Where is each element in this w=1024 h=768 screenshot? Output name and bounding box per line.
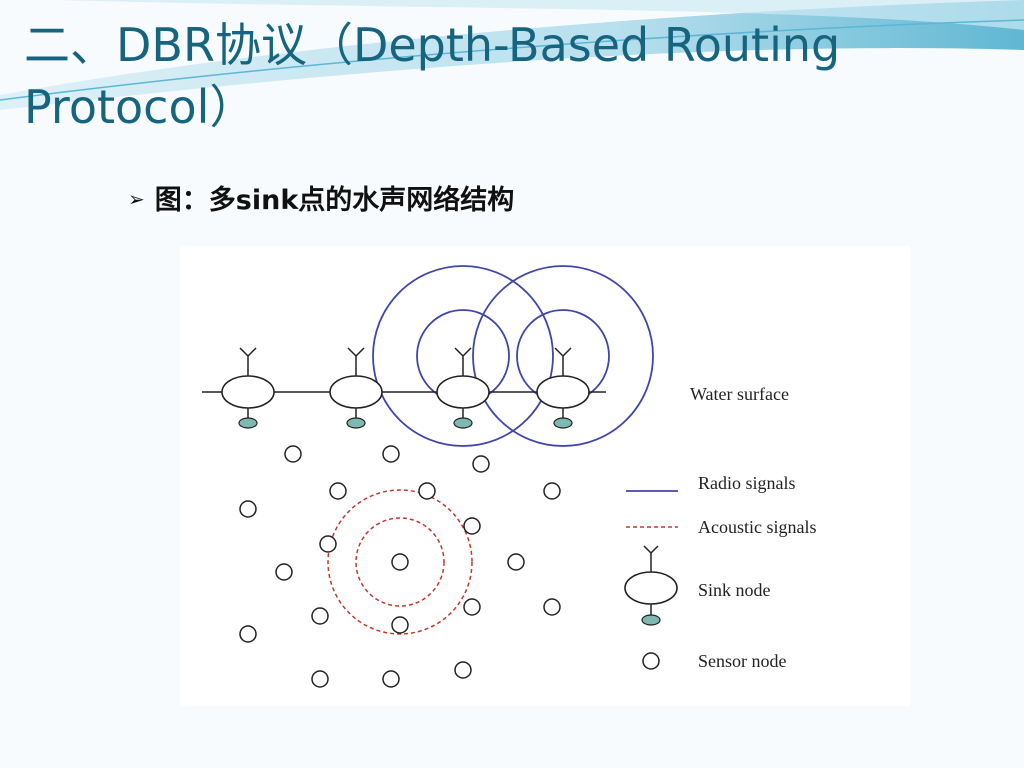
legend-sensor-label: Sensor node xyxy=(698,651,787,671)
sensor-node xyxy=(329,482,347,500)
legend-sink-label: Sink node xyxy=(698,580,771,600)
sensor-node xyxy=(382,445,400,463)
radio-ring-outer-left xyxy=(372,265,554,447)
sensor-node xyxy=(463,598,481,616)
sensor-node xyxy=(284,445,302,463)
acoustic-signal-rings xyxy=(327,489,473,635)
legend-sensor-icon xyxy=(642,652,660,670)
arrow-bullet-icon: ➢ xyxy=(128,187,145,211)
water-surface-label: Water surface xyxy=(690,384,789,404)
sensor-node xyxy=(463,517,481,535)
sensor-node xyxy=(543,482,561,500)
radio-signal-rings xyxy=(372,265,654,447)
sensor-node xyxy=(543,598,561,616)
legend-radio-label: Radio signals xyxy=(698,473,796,493)
radio-ring-outer-right xyxy=(472,265,654,447)
legend-acoustic-label: Acoustic signals xyxy=(698,517,817,537)
sensor-node xyxy=(382,670,400,688)
sensor-node xyxy=(311,607,329,625)
sensor-node xyxy=(454,661,472,679)
sensor-node xyxy=(275,563,293,581)
sensor-node xyxy=(239,500,257,518)
sensor-node xyxy=(239,625,257,643)
diagram-background xyxy=(180,246,910,706)
sensor-node xyxy=(319,535,337,553)
sink-node-4 xyxy=(536,347,590,429)
sink-node-2 xyxy=(329,347,383,429)
sensor-node xyxy=(507,553,525,571)
sensor-node xyxy=(472,455,490,473)
sensor-node xyxy=(311,670,329,688)
sink-node-1 xyxy=(221,347,275,429)
sensor-node xyxy=(391,616,409,634)
legend: Radio signals Acoustic signals Sink node… xyxy=(624,473,817,671)
sink-node-3 xyxy=(436,347,490,429)
slide-title: 二、DBR协议（Depth-Based Routing Protocol） xyxy=(24,18,841,134)
sensor-node xyxy=(391,553,409,571)
legend-sink-icon xyxy=(624,545,678,626)
acoustic-ring-outer xyxy=(327,489,473,635)
network-diagram: Water surface xyxy=(180,246,910,706)
figure-caption: ➢ 图：多sink点的水声网络结构 xyxy=(128,178,514,217)
acoustic-ring-inner xyxy=(355,517,445,607)
sensor-node xyxy=(418,482,436,500)
caption-text: 图：多sink点的水声网络结构 xyxy=(154,185,515,216)
sensor-nodes xyxy=(239,445,561,688)
